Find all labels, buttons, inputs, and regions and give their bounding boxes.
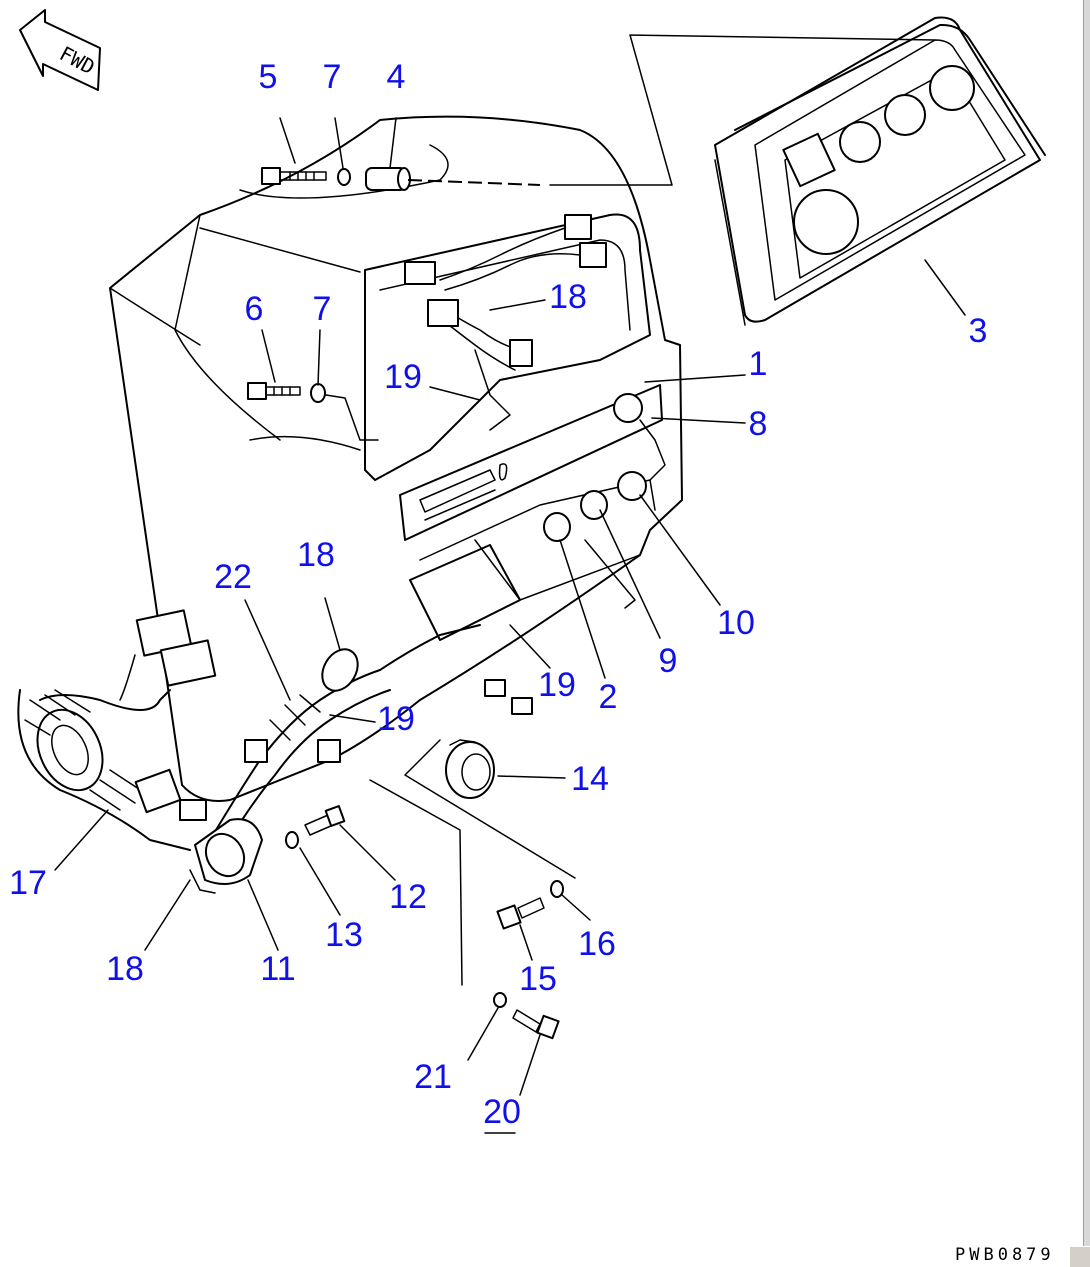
callout-7-mid: 7 [313, 290, 332, 328]
leader-20-frame [369, 779, 463, 986]
washer-21 [493, 992, 507, 1008]
callout-13: 13 [325, 916, 363, 954]
washer-7-mid [310, 383, 326, 403]
bolt-5 [261, 167, 327, 185]
bolt-6 [247, 382, 301, 400]
washer-7-top [337, 168, 351, 186]
leader-14-frame [404, 739, 576, 879]
callout-22: 22 [214, 558, 252, 596]
callout-21: 21 [414, 1058, 452, 1096]
lower-harness [17, 609, 533, 856]
bolt-20 [512, 1009, 560, 1040]
callout-19-right: 19 [538, 666, 576, 704]
callout-8: 8 [749, 405, 768, 443]
callout-14: 14 [571, 760, 609, 798]
washer-13 [285, 831, 299, 849]
leader-7-mid [325, 394, 379, 441]
callout-18-upper: 18 [549, 278, 587, 316]
callout-6: 6 [245, 290, 264, 328]
callout-17: 17 [9, 864, 47, 902]
dashboard-housing [109, 115, 683, 802]
callout-12: 12 [389, 878, 427, 916]
drawing-code: PWB0879 [955, 1245, 1055, 1265]
callout-20: 20 [483, 1093, 521, 1131]
washer-16 [550, 880, 564, 898]
monitor-panel-3 [714, 16, 1046, 326]
leader-3-frame [549, 34, 936, 186]
leader-dashed [407, 179, 541, 186]
callout-9: 9 [659, 642, 678, 680]
callout-18-lower: 18 [106, 950, 144, 988]
upper-harness [404, 214, 607, 431]
callout-3: 3 [969, 312, 988, 350]
callout-2: 2 [599, 678, 618, 716]
part-14 [445, 739, 495, 799]
callout-16: 16 [578, 925, 616, 963]
resize-grip-icon[interactable] [1069, 1246, 1090, 1267]
leader-lines [54, 117, 966, 1096]
callout-18-mid: 18 [297, 536, 335, 574]
callout-7-top: 7 [323, 58, 342, 96]
callout-11: 11 [260, 950, 295, 988]
callout-5: 5 [259, 58, 278, 96]
callout-1: 1 [749, 345, 768, 383]
bolt-12 [304, 805, 346, 836]
switch-panel [543, 393, 666, 609]
callout-19-upper: 19 [384, 358, 422, 396]
callout-10: 10 [717, 604, 755, 642]
fwd-arrow-icon: FWD [19, 9, 101, 91]
callout-4: 4 [387, 58, 406, 96]
vertical-scrollbar[interactable] [1083, 0, 1090, 1267]
callout-15: 15 [519, 960, 557, 998]
buzzer-11 [189, 818, 263, 894]
bolt-15 [496, 897, 545, 930]
callout-19-lower: 19 [377, 700, 415, 738]
spacer-4 [365, 167, 411, 191]
